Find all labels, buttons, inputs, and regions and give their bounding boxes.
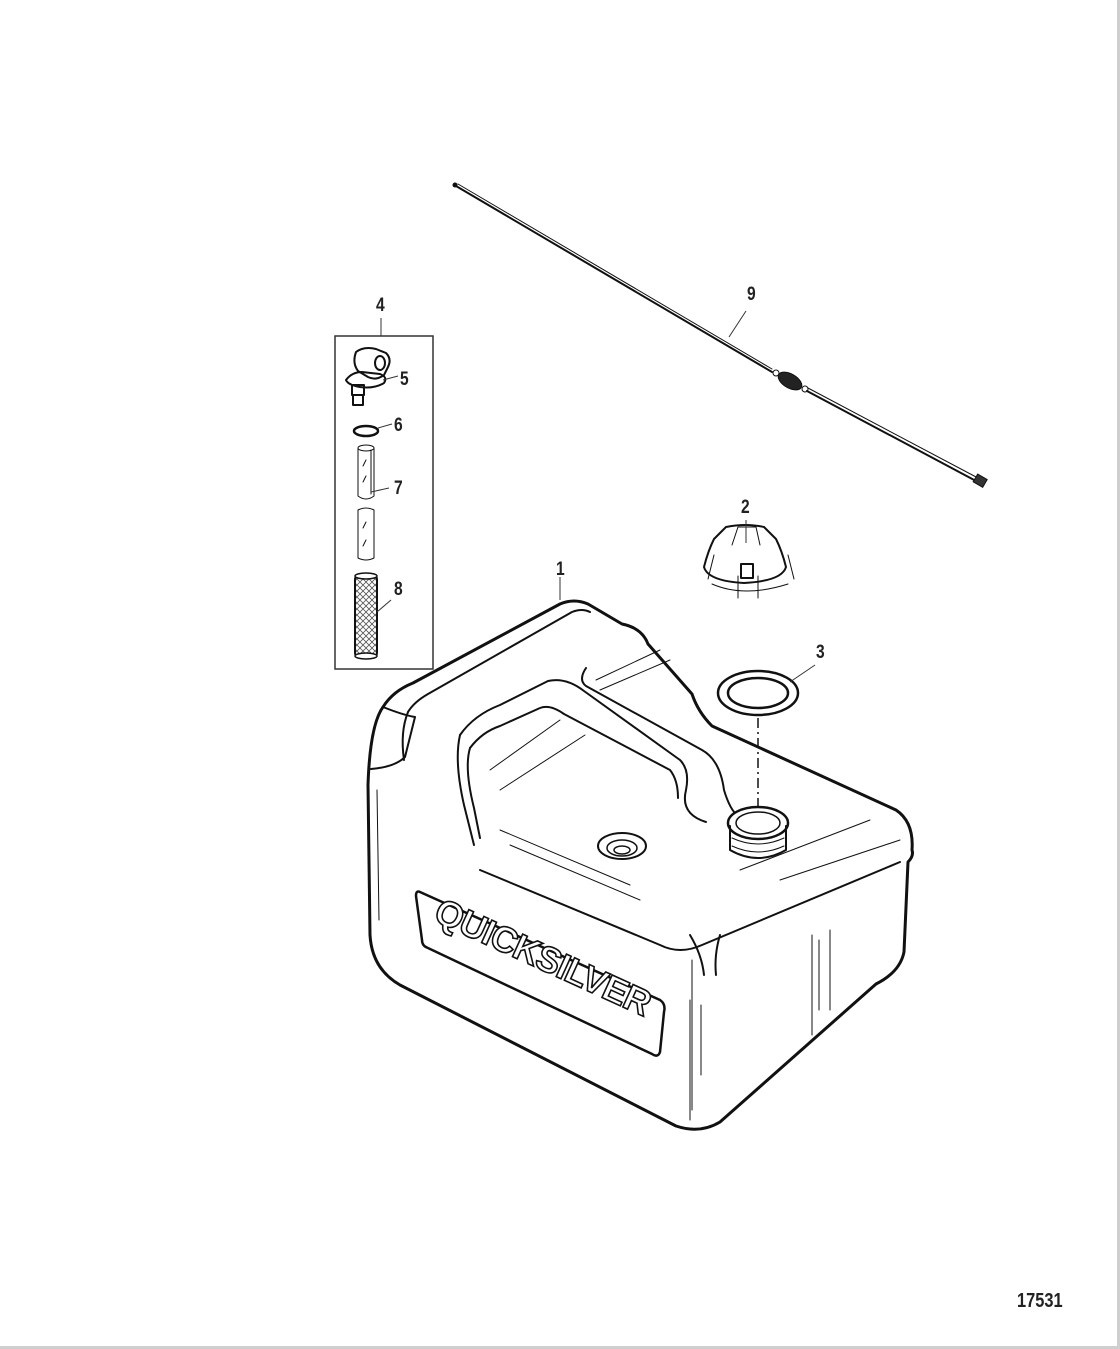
callout-8: 8 <box>394 579 403 600</box>
fuel-tank-drawing <box>366 577 914 1131</box>
o-ring-drawing <box>352 423 393 438</box>
tube-drawing <box>357 444 390 561</box>
fuel-cap-drawing <box>703 520 795 599</box>
callout-1: 1 <box>556 559 565 580</box>
vent-boss <box>597 832 647 860</box>
fuel-hose-drawing <box>452 182 988 489</box>
fitting-drawing <box>345 347 399 406</box>
callout-6: 6 <box>394 415 403 436</box>
callout-2: 2 <box>741 497 750 518</box>
brand-plaque <box>414 890 666 1057</box>
callout-9: 9 <box>747 284 756 305</box>
pickup-kit-box <box>334 318 434 670</box>
figure-number: 17531 <box>1017 1290 1063 1312</box>
callout-5: 5 <box>400 369 409 390</box>
filler-neck <box>726 805 790 859</box>
callout-3: 3 <box>816 642 825 663</box>
filter-drawing <box>354 572 392 660</box>
callout-4: 4 <box>376 295 385 316</box>
callout-7: 7 <box>394 478 403 499</box>
gasket-drawing <box>716 664 816 810</box>
